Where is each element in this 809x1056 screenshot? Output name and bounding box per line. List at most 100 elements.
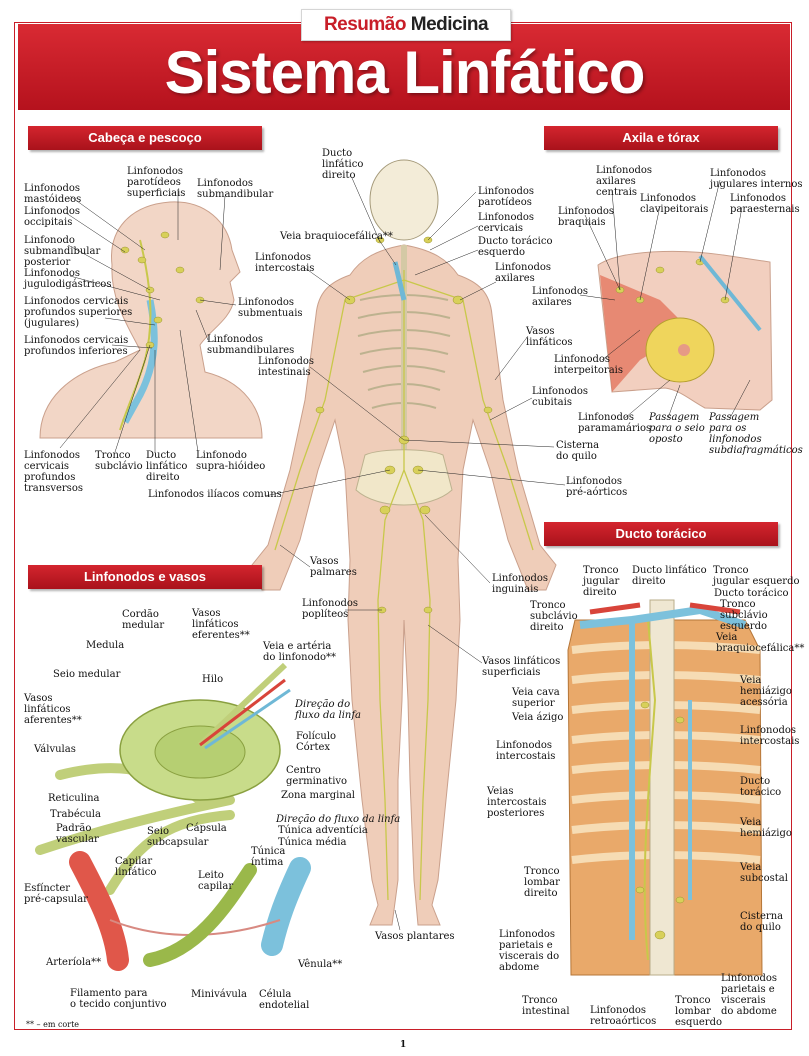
label-iliacos-comuns: Linfonodos ilíacos comuns (148, 489, 282, 500)
label-parotideos-superficiais: Linfonodos parotídeos superficiais (127, 166, 186, 199)
label-filamento: Filamento para o tecido conjuntivo (70, 988, 167, 1010)
node-artery (199, 678, 286, 747)
skull (369, 159, 439, 241)
label-intercostais-left: Linfonodos intercostais (496, 740, 556, 762)
section-linfonodos-vasos: Linfonodos e vasos (28, 565, 262, 589)
label-ducto-linfatico-direito: Ducto linfático direito (322, 148, 364, 181)
label-submandibular: Linfonodos submandibular (197, 178, 274, 200)
label-supra-hioideo: Linfonodo supra-hióideo (196, 450, 266, 472)
label-mastoideos: Linfonodos mastóideos (24, 183, 82, 205)
pectoral-muscle (600, 275, 690, 392)
node-medulla (154, 725, 246, 779)
label-centro-germinativo: Centro germinativo (286, 765, 348, 787)
label-valvulas: Válvulas (34, 744, 76, 755)
label-retroaorticos: Linfonodos retroaórticos (590, 1005, 657, 1027)
label-veia-azigo: Veia ázigo (512, 712, 564, 723)
label-cervicais-transversos: Linfonodos cervicais profundos transvers… (24, 450, 83, 494)
label-clavipeitorais: Linfonodos clavipeitorais (640, 193, 709, 215)
label-jugulodigastricos: Linfonodos jugulodigástricos (24, 268, 112, 290)
thoracic-duct (643, 619, 657, 961)
label-tronco-subclavio-esquerdo: Tronco subclávio esquerdo (720, 599, 768, 632)
label-cordao-medular: Cordão medular (122, 609, 165, 631)
label-paraesternais: Linfonodos paraesternais (730, 193, 800, 215)
label-zona-marginal: Zona marginal (281, 790, 355, 801)
label-axilares-axila: Linfonodos axilares (532, 286, 589, 308)
brand-resumao: Resumão (323, 14, 407, 35)
label-ducto-toracico-esquerdo: Ducto torácico esquerdo (478, 236, 553, 258)
label-cortex: Córtex (296, 742, 331, 753)
label-reticulina: Reticulina (48, 793, 100, 804)
label-tunica-media: Túnica média (278, 837, 347, 848)
label-tronco-subclavio-direito: Tronco subclávio direito (530, 600, 578, 633)
label-ducto-linfatico-direito-head: Ducto linfático direito (146, 450, 188, 483)
label-cubitais: Linfonodos cubitais (532, 386, 589, 408)
label-seio-subcapsular: Seio subcapsular (147, 826, 209, 848)
label-capilar-linfatico: Capilar linfático (115, 856, 157, 878)
neck-vein (121, 299, 158, 424)
label-tronco-intestinal: Tronco intestinal (522, 995, 570, 1017)
label-veia-cava-superior: Veia cava superior (512, 687, 560, 709)
label-padrao-vascular: Padrão vascular (56, 823, 99, 845)
label-venula: Vênula** (298, 959, 343, 970)
section-axila-torax: Axila e tórax (544, 126, 778, 150)
axilla-illustration (597, 250, 773, 411)
label-parotideos: Linfonodos parotídeos (478, 186, 535, 208)
label-axilares-centrais: Linfonodos axilares centrais (596, 165, 653, 198)
label-vasos-plantares: Vasos plantares (375, 931, 455, 942)
label-esfincter: Esfíncter pré-capsular (24, 883, 88, 905)
section-ducto-toracico: Ducto torácico (544, 522, 778, 546)
label-cervicais-inferiores: Linfonodos cervicais profundos inferiore… (24, 335, 129, 357)
label-parietais-viscerais-right: Linfonodos parietais e viscerais do abdo… (721, 973, 778, 1017)
aortic-arch (589, 602, 741, 615)
label-vasos-aferentes: Vasos linfáticos aferentes** (24, 693, 82, 726)
label-passagem-subdiafragmaticos: Passagem para os linfonodos subdiafragmá… (709, 412, 803, 456)
section-cabeca-pescoco: Cabeça e pescoço (28, 126, 262, 150)
efferent-vessels (197, 662, 288, 748)
page-number: 1 (400, 1040, 407, 1050)
label-veias-intercostais-posteriores: Veias intercostais posteriores (487, 786, 547, 819)
pelvis (355, 449, 453, 506)
label-vasos-linfaticos: Vasos linfáticos (526, 326, 573, 348)
label-vasos-palmares: Vasos palmares (310, 556, 357, 578)
label-intercostais-right: Linfonodos intercostais (740, 725, 800, 747)
label-passagem-seio-oposto: Passagem para o seio oposto (649, 412, 705, 445)
label-minivalvula: Minivávula (191, 989, 247, 1000)
label-tronco-lombar-esquerdo: Tronco lombar esquerdo (675, 995, 723, 1028)
label-foliculo: Folículo (296, 731, 337, 742)
thoracic-duct-illustration (567, 599, 763, 976)
label-tronco-lombar-direito: Tronco lombar direito (524, 866, 560, 899)
label-popliteos: Linfonodos poplíteos (302, 598, 359, 620)
label-interpeitorais: Linfonodos interpeitorais (554, 354, 623, 376)
lymph-node-illustration (35, 662, 311, 971)
label-veia-braquiocefalica-td: Veia braquiocefálica** (716, 632, 805, 654)
label-celula-endotelial: Célula endotelial (259, 989, 310, 1011)
label-parietais-viscerais-left: Linfonodos parietais e viscerais do abdo… (499, 929, 560, 973)
label-pre-aorticos: Linfonodos pré-aórticos (566, 476, 628, 498)
label-tronco-jugular-direito: Tronco jugular direito (583, 565, 620, 598)
label-direcao-fluxo-1: Direção do fluxo da linfa (295, 699, 361, 721)
label-direcao-fluxo-2: Direção do fluxo da linfa (276, 814, 401, 825)
label-paramamarios: Linfonodos paramamários (578, 412, 652, 434)
brand-medicina: Medicina (410, 14, 489, 35)
label-cervicais-superiores: Linfonodos cervicais profundos superiore… (24, 296, 133, 329)
lymph-capillary (143, 863, 257, 967)
label-submandibular-posterior: Linfonodo submandibular posterior (24, 235, 101, 268)
venule (261, 857, 311, 956)
label-trabecula: Trabécula (50, 809, 101, 820)
label-jugulares-internos: Linfonodos jugulares internos (710, 168, 803, 190)
node-vein (204, 688, 291, 750)
label-veia-hemiazigo: Veia hemiázigo (740, 817, 792, 839)
body-vein (392, 261, 407, 301)
label-axilares-body: Linfonodos axilares (495, 262, 552, 284)
nipple (678, 344, 690, 356)
label-hemiazigo-acessoria: Veia hemiázigo acessória (740, 675, 792, 708)
label-capsula: Cápsula (186, 823, 227, 834)
label-arteriola: Arteríola** (46, 957, 102, 968)
head-neck-illustration (39, 201, 263, 439)
label-cervicais: Linfonodos cervicais (478, 212, 535, 234)
label-submandibulares: Linfonodos submandibulares (207, 334, 295, 356)
body-silhouette (251, 244, 557, 926)
label-ducto-linfatico-direito-td: Ducto linfático direito (632, 565, 707, 587)
label-cisterna-quilo-body: Cisterna do quilo (556, 440, 600, 462)
